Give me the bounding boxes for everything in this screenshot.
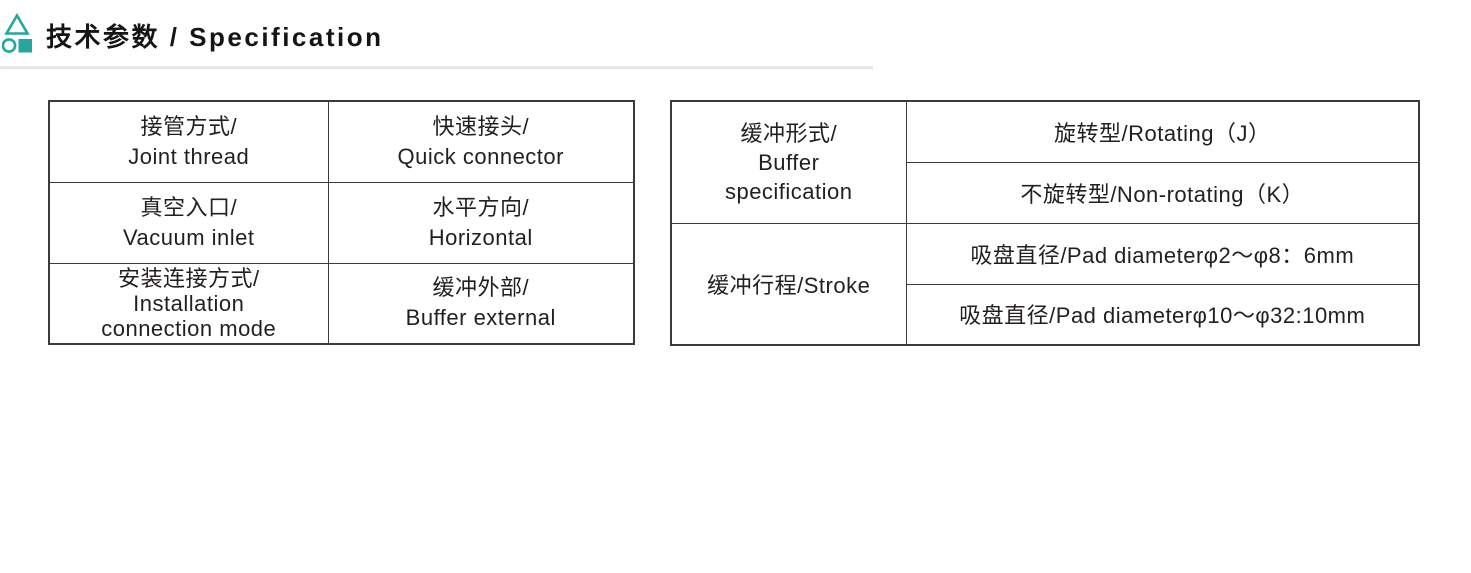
table-row: 不旋转型/Non-rotating（K） [671, 161, 1420, 224]
header-divider [0, 66, 873, 69]
table-row: 缓冲行程/Stroke 吸盘直径/Pad diameterφ2～φ8：6mm [670, 222, 1420, 346]
buffer-specification-header-cell: 缓冲形式/ Buffer specification [670, 100, 907, 224]
table-row: 真空入口/ Vacuum inlet 水平方向/ Horizontal [48, 181, 635, 264]
stroke-value-large-pads-cell: 吸盘直径/Pad diameterφ10～φ32:10mm [905, 283, 1420, 346]
spec-tables-container: 接管方式/ Joint thread 快速接头/ Quick connector… [0, 100, 1471, 346]
param-label-zh: 真空入口/ [140, 194, 238, 220]
stroke-header-cell: 缓冲行程/Stroke [670, 222, 907, 346]
value-label-en: Horizontal [428, 224, 533, 250]
param-cell: 真空入口/ Vacuum inlet [48, 181, 329, 264]
table-row: 安装连接方式/ Installation connection mode 缓冲外… [48, 262, 635, 345]
page-title: 技术参数 / Specification [46, 22, 384, 53]
buffer-header-en: Buffer [758, 149, 820, 175]
value-cell: 快速接头/ Quick connector [327, 100, 635, 183]
stroke-value-small-pads-cell: 吸盘直径/Pad diameterφ2～φ8：6mm [905, 222, 1420, 285]
param-label-en: Installation [133, 290, 245, 316]
value-cell: 缓冲外部/ Buffer external [327, 262, 635, 345]
spec-table-left: 接管方式/ Joint thread 快速接头/ Quick connector… [48, 100, 635, 345]
value-label-en: Quick connector [397, 143, 564, 169]
buffer-header-zh: 缓冲形式/ [740, 120, 838, 146]
param-label-en: Vacuum inlet [122, 224, 255, 250]
section-header: 技术参数 / Specification [0, 0, 1471, 55]
table-row: 吸盘直径/Pad diameterφ10～φ32:10mm [671, 283, 1420, 346]
buffer-option-rotating-cell: 旋转型/Rotating（J） [905, 100, 1420, 163]
table-row: 接管方式/ Joint thread 快速接头/ Quick connector [48, 100, 635, 183]
param-cell: 接管方式/ Joint thread [48, 100, 329, 183]
param-cell: 安装连接方式/ Installation connection mode [48, 262, 329, 345]
buffer-option-non-rotating-cell: 不旋转型/Non-rotating（K） [905, 161, 1420, 224]
value-label-zh: 水平方向/ [432, 194, 530, 220]
buffer-header-en2: specification [724, 178, 853, 204]
param-label-zh: 接管方式/ [140, 113, 238, 139]
triangle-circle-square-icon [2, 12, 32, 53]
value-label-zh: 缓冲外部/ [432, 275, 530, 301]
value-label-zh: 快速接头/ [432, 113, 530, 139]
value-label-en: Buffer external [405, 305, 556, 331]
value-cell: 水平方向/ Horizontal [327, 181, 635, 264]
param-label-en: Joint thread [128, 143, 250, 169]
param-label-en2: connection mode [101, 315, 277, 341]
param-label-zh: 安装连接方式/ [117, 265, 260, 291]
table-row: 缓冲形式/ Buffer specification 旋转型/Rotating（… [670, 100, 1420, 224]
spec-table-right: 缓冲形式/ Buffer specification 旋转型/Rotating（… [670, 100, 1420, 346]
